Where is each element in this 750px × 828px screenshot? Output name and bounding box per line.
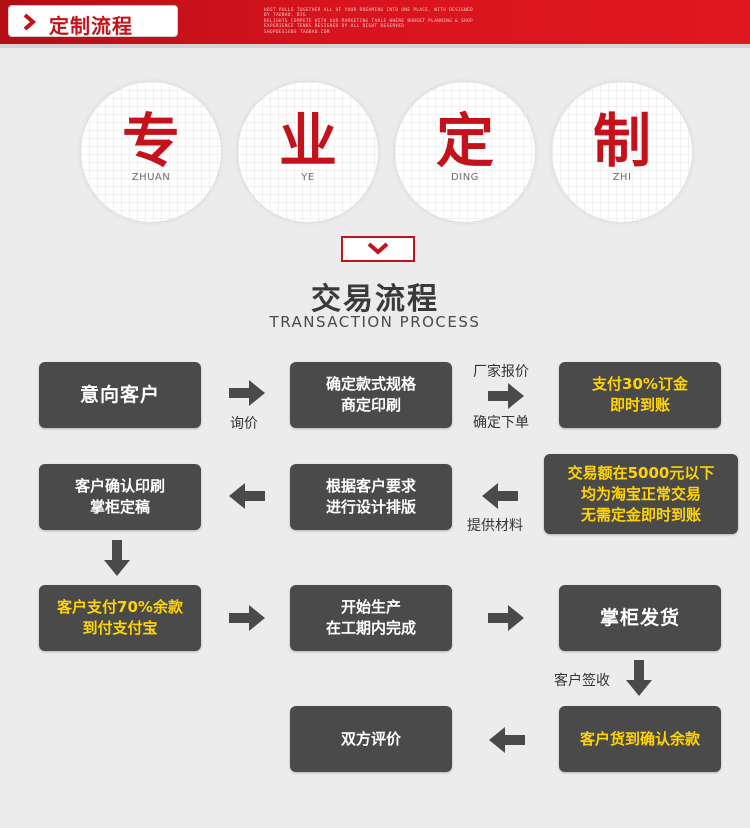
header-tab: 定制流程 <box>8 5 178 38</box>
step-label: 确定款式规格 <box>325 375 416 393</box>
circle-zhuan: 专 ZHUAN <box>81 82 221 222</box>
step-label: 商定印刷 <box>340 396 401 414</box>
header-fine-print: HOST PULLS TOGETHER ALL OF YOUR DREAMING… <box>264 8 474 35</box>
circle-pinyin: ZHUAN <box>131 172 171 183</box>
circle-char: 制 <box>592 107 651 175</box>
arrow-right-icon <box>229 380 265 406</box>
step-label: 意向客户 <box>79 383 160 406</box>
label-customer-sign: 客户签收 <box>554 673 610 689</box>
chevron-right-icon <box>23 13 37 31</box>
scroll-down-indicator <box>341 236 415 262</box>
step-label: 支付30%订金 <box>592 375 688 393</box>
fine-print-line: HOST PULLS TOGETHER ALL OF YOUR DREAMING… <box>264 8 474 19</box>
step-pay-balance: 客户支付70%余款 到付支付宝 <box>39 585 201 651</box>
arrow-left-icon <box>482 483 518 509</box>
section-title: 交易流程 <box>311 282 439 317</box>
step-shipping: 掌柜发货 <box>559 585 721 651</box>
label-factory-quote: 厂家报价 <box>473 364 529 380</box>
step-design-layout: 根据客户要求 进行设计排版 <box>290 464 452 530</box>
step-confirm-spec: 确定款式规格 商定印刷 <box>290 362 452 428</box>
arrow-right-icon <box>229 605 265 631</box>
step-under-5000: 交易额在5000元以下 均为淘宝正常交易 无需定金即时到账 <box>544 454 738 534</box>
circle-pinyin: DING <box>451 172 479 183</box>
arrow-down-icon <box>104 540 130 576</box>
step-label: 客户支付70%余款 <box>57 598 183 616</box>
header-banner: 定制流程 HOST PULLS TOGETHER ALL OF YOUR DRE… <box>0 0 750 44</box>
step-label: 无需定金即时到账 <box>580 505 701 524</box>
step-production: 开始生产 在工期内完成 <box>290 585 452 651</box>
arrow-down-icon <box>626 660 652 696</box>
section-subtitle: TRANSACTION PROCESS <box>269 313 481 331</box>
arrow-left-icon <box>229 483 265 509</box>
label-inquiry: 询价 <box>230 416 258 432</box>
step-label: 掌柜定稿 <box>89 498 150 516</box>
header-title: 定制流程 <box>49 14 133 38</box>
step-label: 客户货到确认余款 <box>579 729 700 748</box>
step-label: 到付支付宝 <box>82 619 158 637</box>
circle-ding: 定 DING <box>395 82 535 222</box>
step-confirm-balance: 客户货到确认余款 <box>559 706 721 772</box>
label-provide-materials: 提供材料 <box>467 518 523 534</box>
circle-char: 业 <box>278 107 337 175</box>
fine-print-line: SHOPDESIGNS TAOBAO.COM <box>264 29 330 35</box>
arrow-right-icon <box>488 383 524 409</box>
circle-pinyin: YE <box>301 172 315 183</box>
step-intended-customer: 意向客户 <box>39 362 201 428</box>
step-confirm-print: 客户确认印刷 掌柜定稿 <box>39 464 201 530</box>
step-label: 掌柜发货 <box>599 606 680 629</box>
step-label: 开始生产 <box>340 598 401 616</box>
circle-pinyin: ZHI <box>612 172 632 183</box>
circle-ye: 业 YE <box>238 82 378 222</box>
circle-zhi: 制 ZHI <box>552 82 692 222</box>
step-label: 客户确认印刷 <box>74 477 165 495</box>
step-label: 即时到账 <box>609 396 670 414</box>
fine-print-line: DELIGHTS COMPETE WITH OUR MARKETING TABL… <box>264 18 474 24</box>
circle-char: 定 <box>435 107 494 175</box>
step-label: 交易额在5000元以下 <box>567 463 715 482</box>
arrow-left-icon <box>489 727 525 753</box>
header-divider <box>0 44 750 48</box>
chevron-down-icon <box>367 242 389 255</box>
step-label: 在工期内完成 <box>325 619 416 637</box>
step-mutual-review: 双方评价 <box>290 706 452 772</box>
fine-print-line: EXPERIENCE TENDS DESIGNED BY ALL RIGHT R… <box>264 24 405 30</box>
label-confirm-order: 确定下单 <box>473 415 529 431</box>
arrow-right-icon <box>488 605 524 631</box>
step-label: 双方评价 <box>340 729 401 748</box>
step-label: 进行设计排版 <box>325 498 416 516</box>
step-pay-deposit: 支付30%订金 即时到账 <box>559 362 721 428</box>
step-label: 根据客户要求 <box>325 477 416 495</box>
circle-char: 专 <box>121 107 180 175</box>
step-label: 均为淘宝正常交易 <box>580 484 701 503</box>
